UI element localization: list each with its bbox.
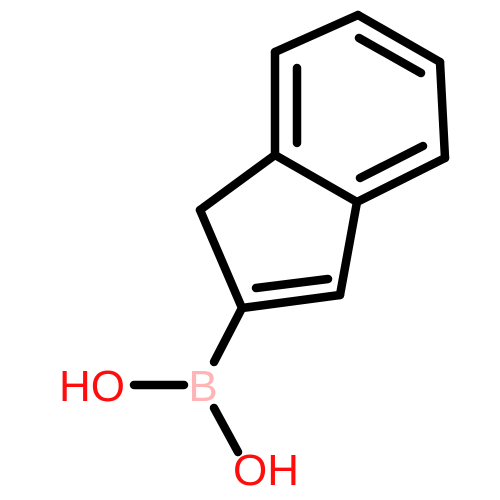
- boron-atom-label: B: [188, 362, 217, 411]
- hydroxyl-atom-label-left: HO: [59, 362, 125, 411]
- double-bond-c2-c3-inner: [251, 274, 333, 293]
- bond-c6-c7: [435, 57, 450, 163]
- bond-c7a-c3a: [270, 150, 362, 207]
- bond-c3a-c1: [195, 150, 280, 215]
- bond-c1-c2: [195, 205, 247, 313]
- bond-b-o2: [209, 403, 243, 457]
- bond-c5-c6: [353, 10, 445, 67]
- bond-c2-c3: [237, 290, 345, 313]
- double-bond-inner-right: [355, 141, 428, 183]
- bond-c2-b: [209, 303, 247, 367]
- bond-c7-c7a: [352, 153, 450, 207]
- hydroxyl-atom-label-bottom: OH: [233, 446, 299, 495]
- bond-c3-c7a: [335, 197, 362, 300]
- double-bond-inner-top: [354, 33, 426, 78]
- bond-c4-c5: [270, 10, 363, 57]
